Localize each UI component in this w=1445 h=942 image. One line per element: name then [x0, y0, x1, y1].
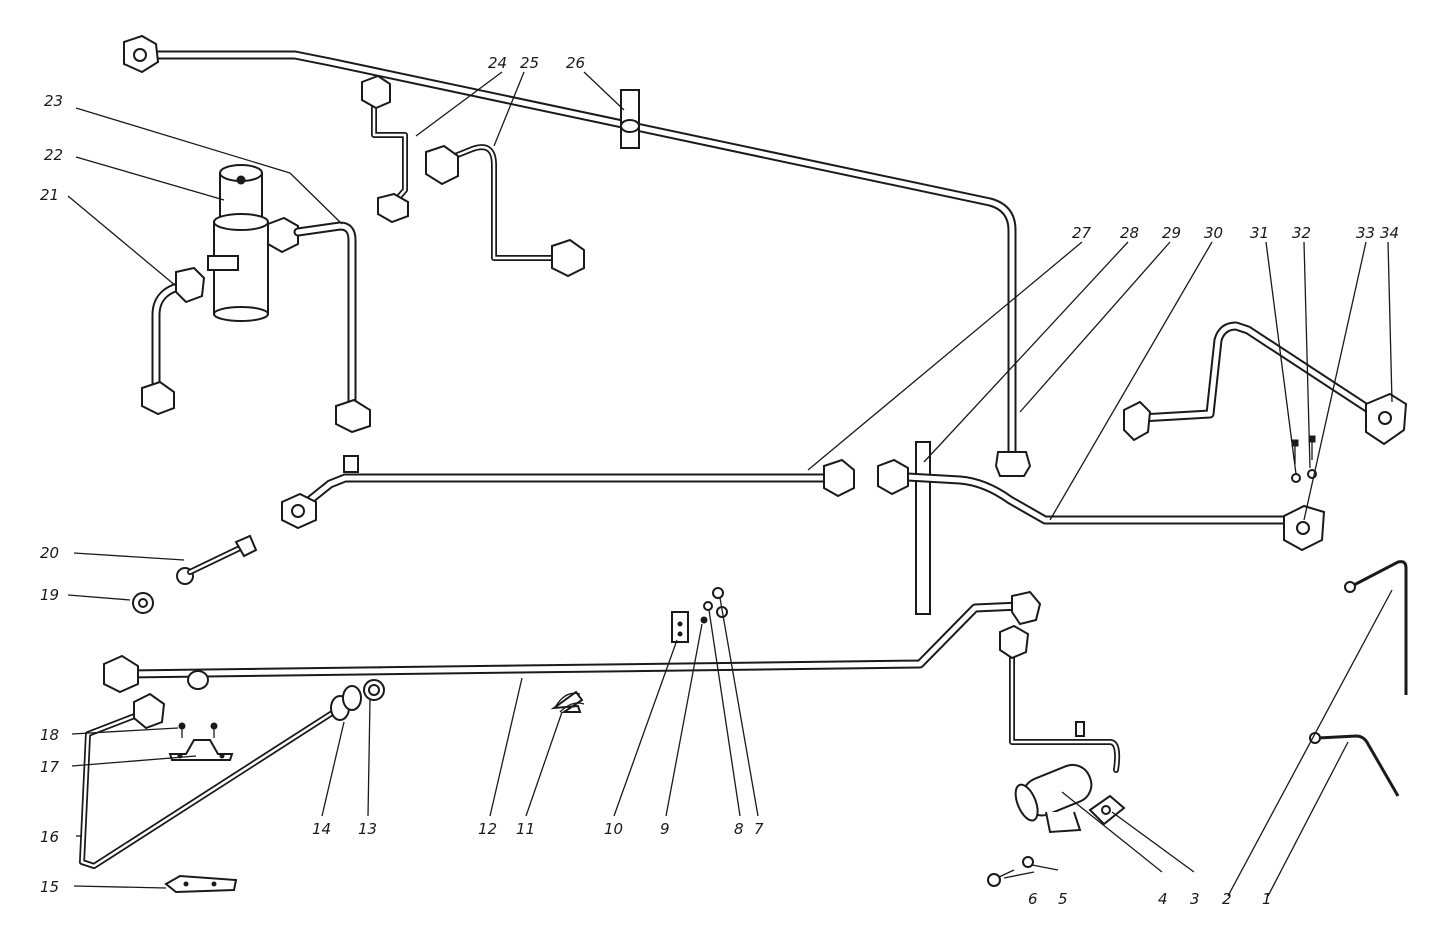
- callout-18: 18: [40, 726, 59, 744]
- leader-lines: [67, 71, 1393, 897]
- callout-5: 5: [1058, 890, 1068, 908]
- screw-31: [1291, 435, 1316, 464]
- nut-7: [712, 587, 728, 618]
- clip-11: [550, 690, 585, 713]
- callout-10: 10: [604, 820, 623, 838]
- washer-5: [1022, 856, 1034, 868]
- flange-34: [1365, 392, 1408, 446]
- brake-line-1: [1309, 732, 1400, 797]
- bolt-20: [176, 534, 258, 585]
- callout-13: 13: [358, 820, 377, 838]
- bolt-6: [987, 869, 1015, 887]
- plate-15: [164, 874, 238, 894]
- callout-3: 3: [1190, 890, 1200, 908]
- callout-16: 16: [40, 828, 59, 846]
- callout-23: 23: [44, 92, 63, 110]
- brake-line-25: [425, 144, 585, 278]
- callout-27: 27: [1072, 224, 1092, 242]
- brake-line-23: [293, 221, 371, 434]
- callout-20: 20: [40, 544, 59, 562]
- bolt-9: [700, 616, 708, 624]
- flange-33: [1283, 504, 1326, 552]
- washer-8: [703, 601, 713, 611]
- clip-plate-10: [671, 611, 689, 643]
- callout-30: 30: [1204, 224, 1223, 242]
- nut-19: [132, 592, 154, 614]
- callout-2: 2: [1222, 890, 1232, 908]
- callout-34: 34: [1380, 224, 1399, 242]
- callout-25: 25: [520, 54, 539, 72]
- callout-24: 24: [488, 54, 507, 72]
- callout-11: 11: [516, 820, 535, 838]
- hose-fitting-14: [330, 685, 362, 721]
- callout-labels: 1 2 3 4 5 6 7 8 9 10 11 12 13 14 15 16 1…: [40, 54, 1399, 908]
- callout-17: 17: [40, 758, 60, 776]
- callout-8: 8: [734, 820, 744, 838]
- callout-1: 1: [1262, 890, 1272, 908]
- callout-15: 15: [40, 878, 59, 896]
- bracket-28: [915, 441, 931, 615]
- callout-28: 28: [1120, 224, 1139, 242]
- brake-line-27: [281, 455, 855, 530]
- callout-26: 26: [566, 54, 585, 72]
- callout-4: 4: [1158, 890, 1168, 908]
- callout-6: 6: [1028, 890, 1038, 908]
- callout-14: 14: [312, 820, 331, 838]
- brake-line-34-pipe: [1123, 321, 1375, 442]
- pressure-switch-4: [999, 624, 1121, 834]
- brake-line-21: [141, 266, 206, 416]
- brake-line-2: [1344, 560, 1408, 695]
- callout-31: 31: [1250, 224, 1269, 242]
- master-cylinder-22: [207, 164, 299, 322]
- callout-29: 29: [1162, 224, 1181, 242]
- brake-line-24: [361, 74, 409, 224]
- callout-19: 19: [40, 586, 59, 604]
- hose-13: [363, 679, 385, 701]
- brake-line-12: [103, 590, 1042, 694]
- bracket-3: [1088, 794, 1126, 826]
- callout-21: 21: [40, 186, 59, 204]
- clip-26: [620, 89, 640, 149]
- callout-12: 12: [478, 820, 497, 838]
- callout-9: 9: [660, 820, 670, 838]
- callout-32: 32: [1292, 224, 1311, 242]
- brake-line-30: [877, 458, 1300, 525]
- brake-line-16: [79, 692, 343, 869]
- screw-18: [178, 722, 218, 738]
- callout-22: 22: [44, 146, 63, 164]
- callout-7: 7: [754, 820, 764, 838]
- brake-line-29: [123, 34, 1032, 477]
- callout-33: 33: [1356, 224, 1375, 242]
